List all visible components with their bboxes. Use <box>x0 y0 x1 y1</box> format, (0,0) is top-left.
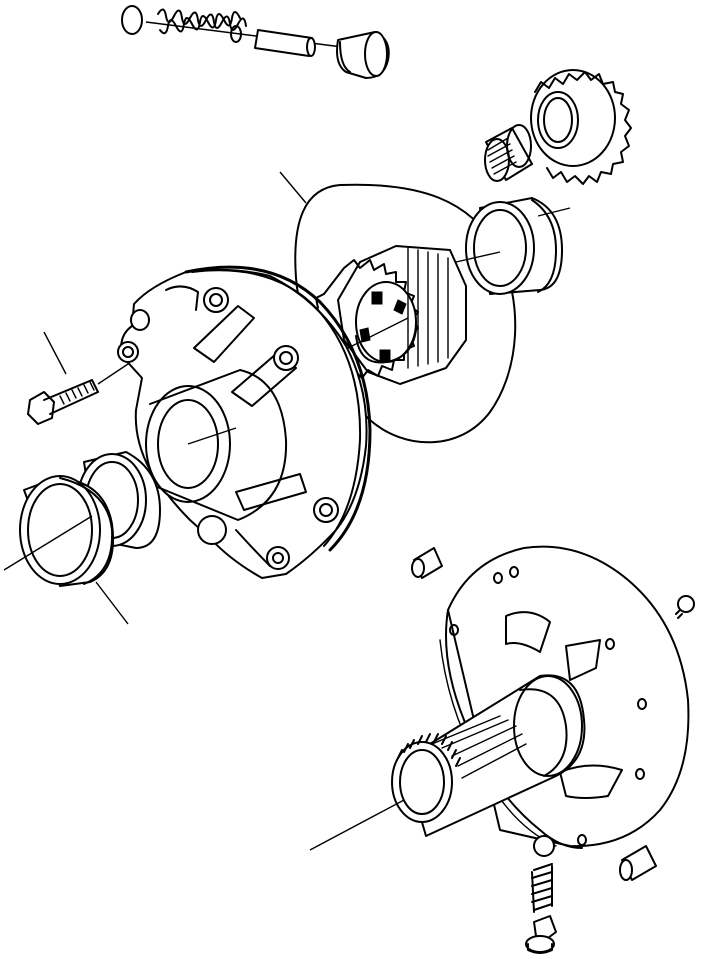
driven-gear-small-icon <box>530 69 632 185</box>
plug-top-icon <box>336 31 390 79</box>
bushing-right-icon <box>465 197 563 295</box>
bolt-icon <box>27 379 99 425</box>
stator-support-icon <box>391 545 690 849</box>
ball-icon <box>533 835 555 857</box>
spring-bottom-icon <box>531 863 553 913</box>
bushing-left-front-icon <box>19 475 114 587</box>
plug-bottom-icon <box>525 915 557 954</box>
dowel-pin-bottom-icon <box>619 845 657 881</box>
pump-body-icon <box>117 265 372 579</box>
dowel-pin-mid-icon <box>411 547 443 579</box>
small-screw-icon <box>675 595 695 619</box>
retaining-ring-icon <box>121 5 143 35</box>
dowel-pin-top-icon <box>254 29 316 57</box>
needle-bearing-icon <box>484 124 533 182</box>
